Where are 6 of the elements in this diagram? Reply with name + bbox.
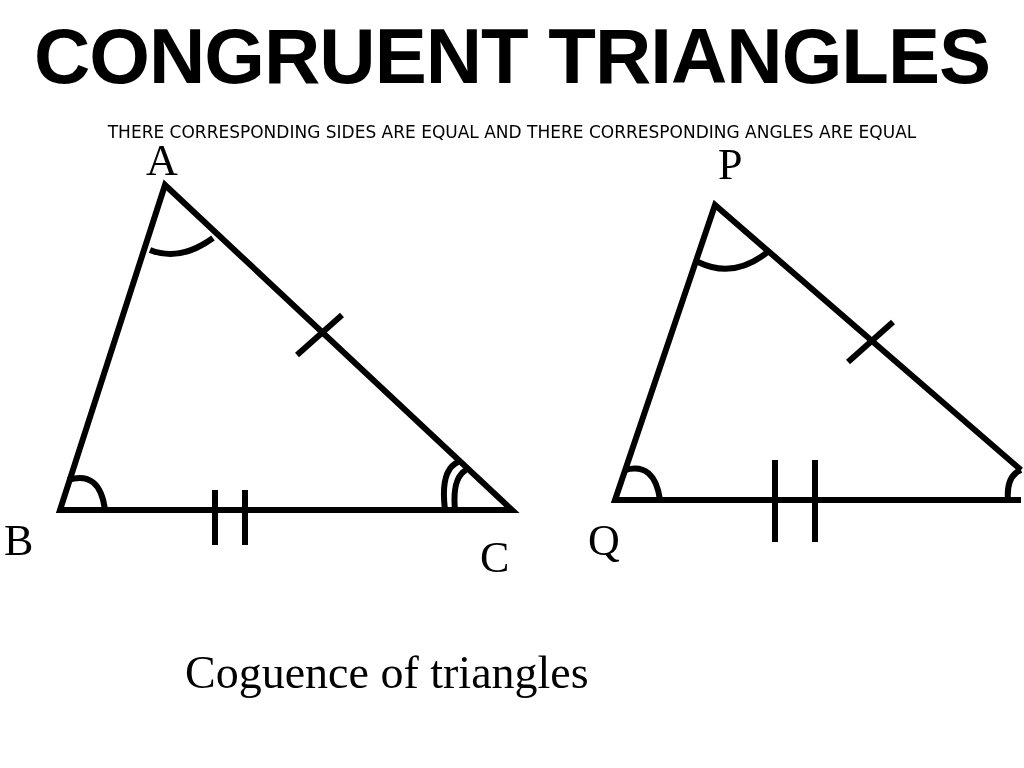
vertex-label: C [480, 535, 510, 581]
vertex-label: Q [588, 518, 620, 564]
title: CONGRUENT TRIANGLES [33, 11, 991, 102]
vertex-label: B [4, 518, 34, 564]
vertex-label: P [718, 142, 743, 188]
caption: Coguence of triangles [185, 646, 589, 700]
